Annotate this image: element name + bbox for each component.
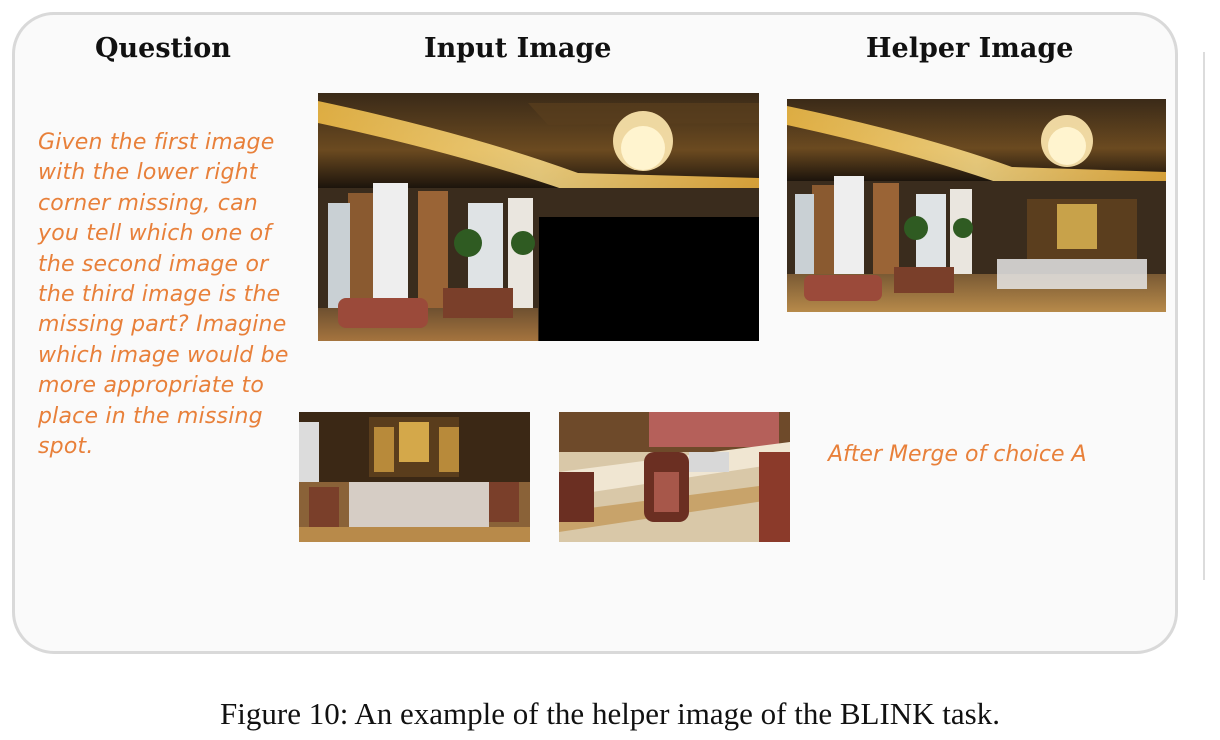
choice-b-image	[559, 412, 790, 542]
input-image-heading: Input Image	[424, 33, 612, 64]
choice-a-image	[299, 412, 530, 542]
question-text: Given the first image with the lower rig…	[38, 130, 289, 460]
figure-caption: Figure 10: An example of the helper imag…	[220, 696, 1000, 731]
helper-caption: After Merge of choice A	[828, 442, 1087, 467]
helper-image	[787, 99, 1166, 312]
panel-edge-line	[1203, 52, 1205, 580]
helper-image-heading: Helper Image	[866, 33, 1074, 64]
question-heading: Question	[95, 33, 231, 64]
input-image	[318, 93, 759, 341]
